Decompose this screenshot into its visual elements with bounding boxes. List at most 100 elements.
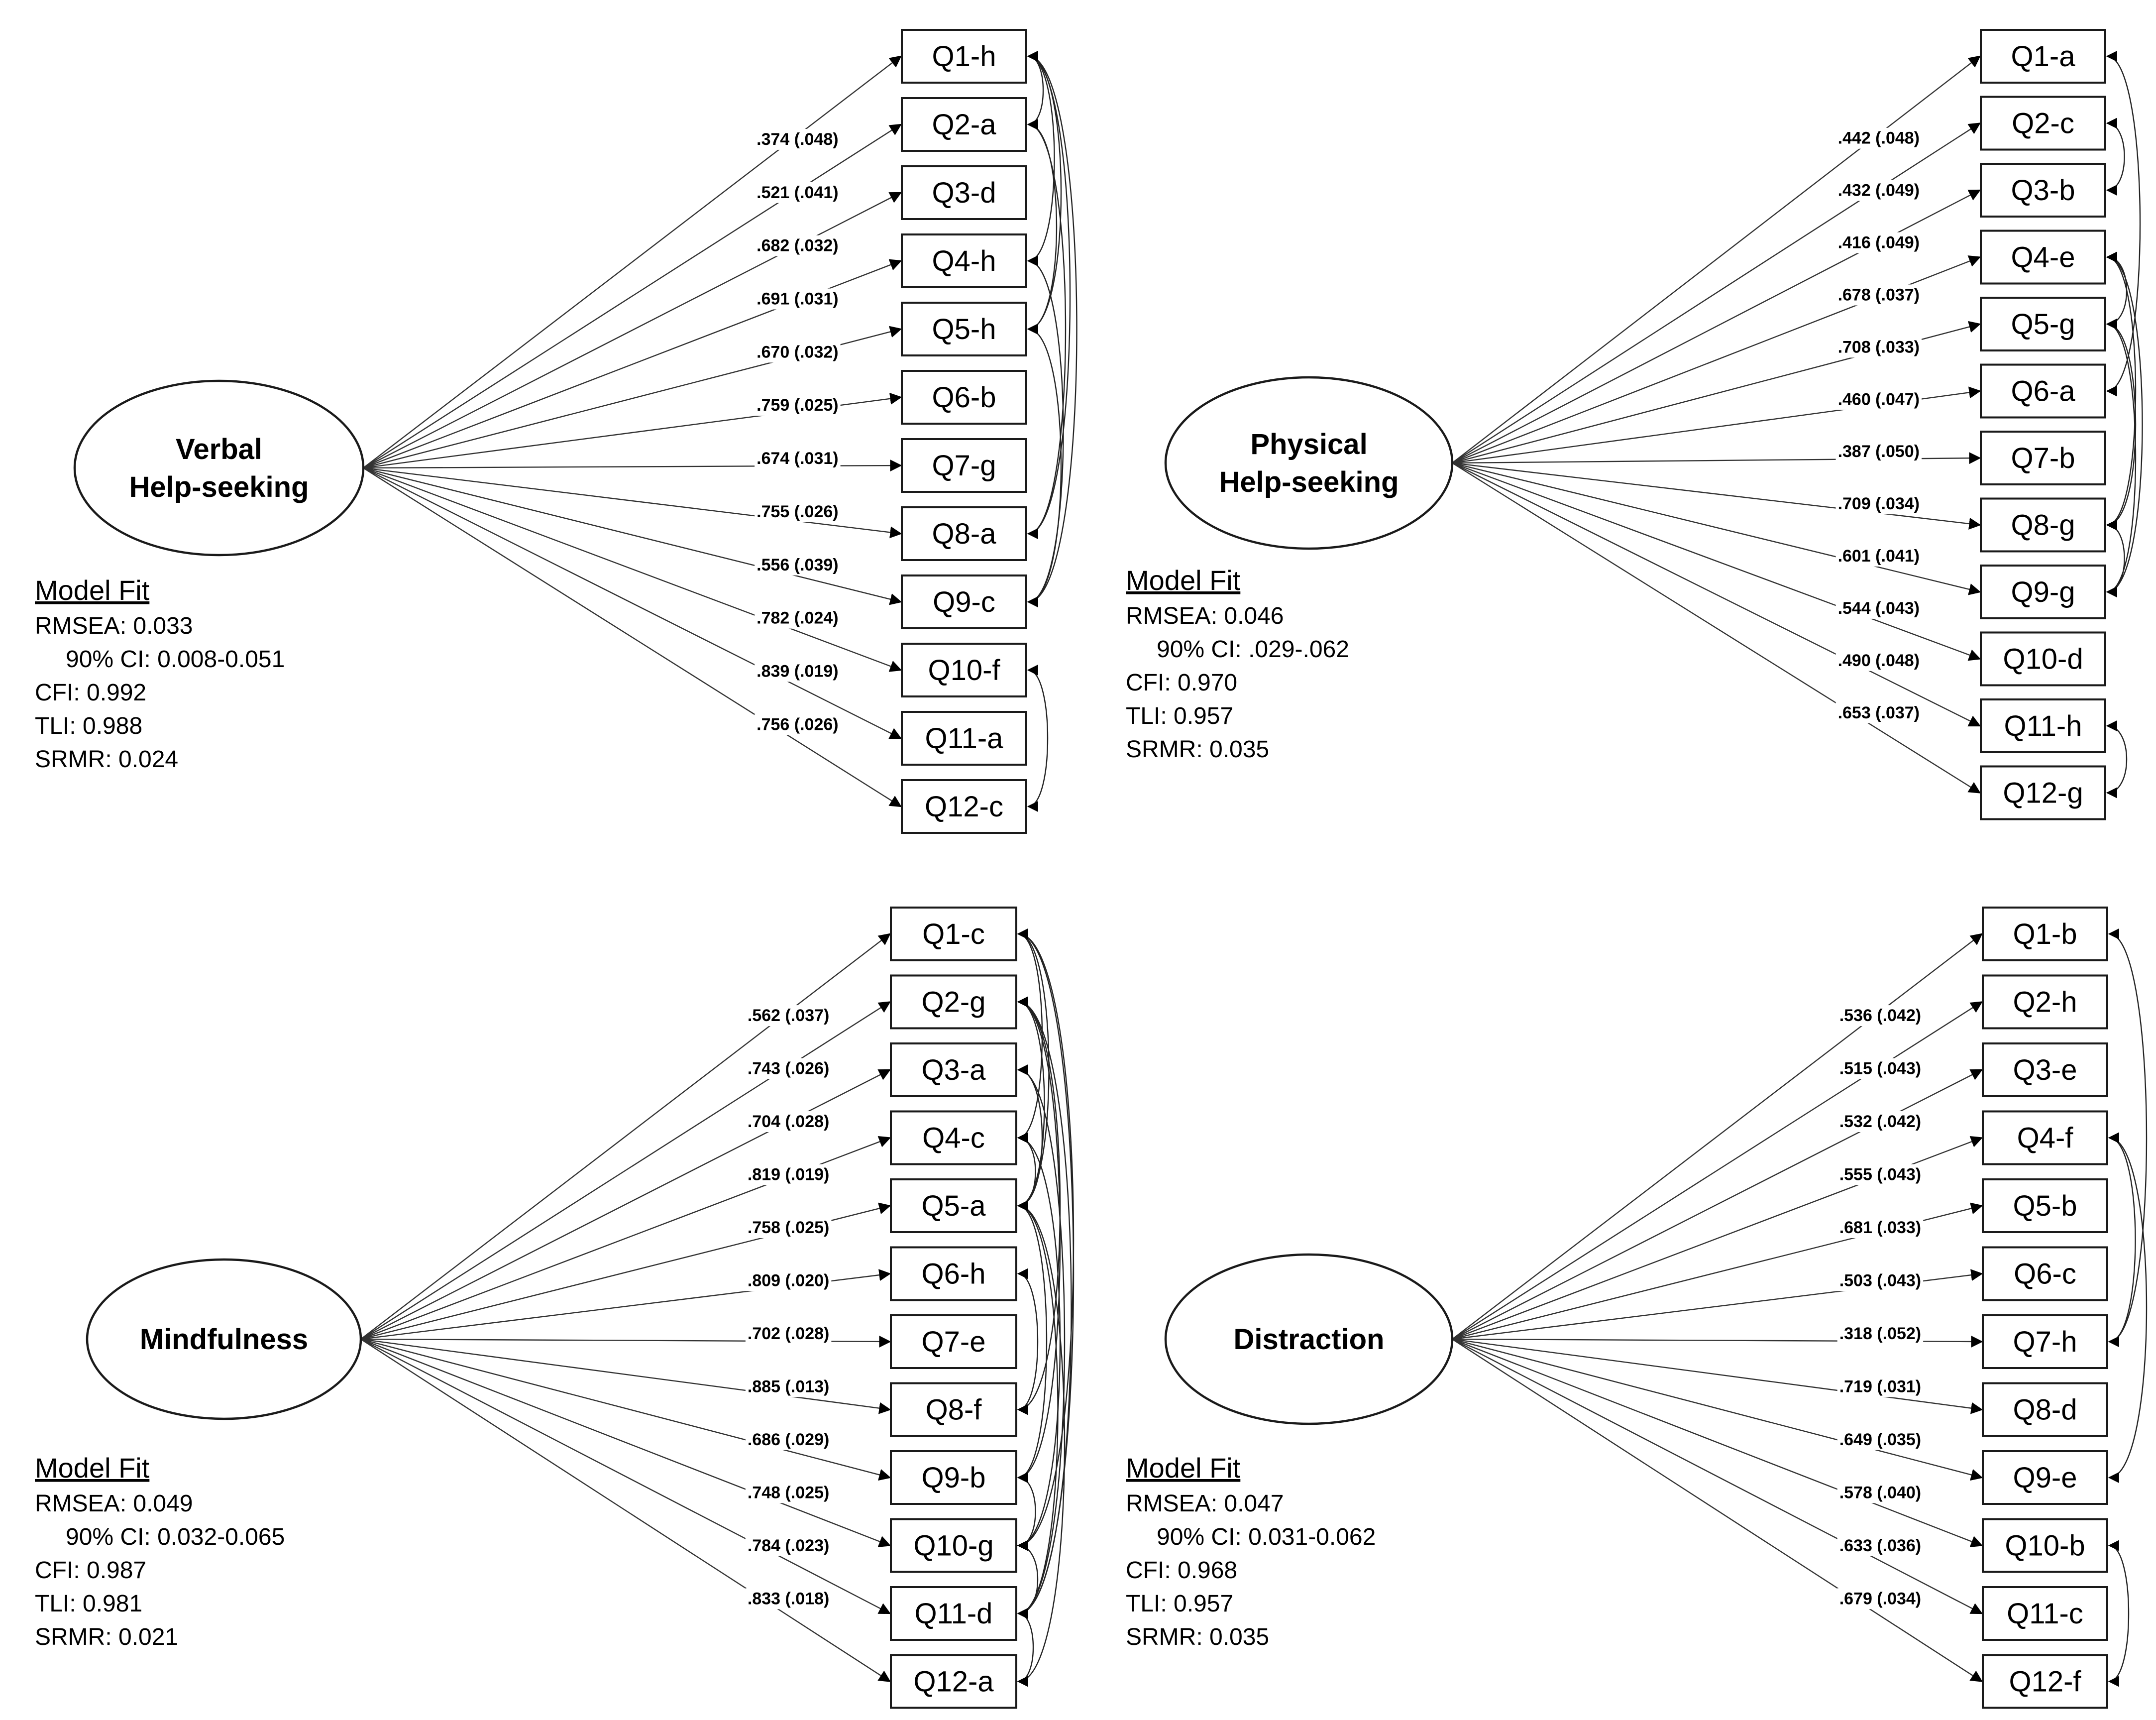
- loading-label-bg: [745, 1164, 832, 1185]
- indicator-rect: [890, 1654, 1017, 1709]
- indicator-rect: [890, 974, 1017, 1030]
- loading-label: .536 (.042): [1839, 1006, 1921, 1025]
- covariance-arc: [1027, 255, 1064, 607]
- loading-label-bg: [755, 342, 841, 363]
- indicator-rect: [901, 506, 1027, 561]
- loading-path: [363, 467, 902, 739]
- loading-path: [1452, 462, 1981, 595]
- indicator-box: Q9-g: [1980, 565, 2106, 619]
- latent-label: Distraction: [1234, 1323, 1385, 1356]
- indicator-label: Q11-h: [2004, 710, 2082, 742]
- indicator-rect: [890, 1178, 1017, 1233]
- indicator-label: Q2-h: [2013, 986, 2077, 1019]
- model-fit-line: CFI: 0.968: [1126, 1557, 1237, 1584]
- loading-label: .748 (.025): [748, 1483, 829, 1502]
- indicator-label: Q5-g: [2011, 308, 2075, 341]
- model-fit-heading: Model Fit: [35, 574, 150, 606]
- loading-label-bg: [755, 395, 841, 416]
- loading-label-bg: [745, 1111, 832, 1133]
- loading-label-bg: [745, 1482, 832, 1503]
- loading-label-bg: [1835, 389, 1922, 410]
- indicator-box: Q12-a: [890, 1654, 1017, 1709]
- loading-label-bg: [1837, 1005, 1924, 1027]
- loading-path: [1452, 462, 1981, 661]
- loading-label-bg: [1837, 1270, 1924, 1291]
- latent-ellipse: [86, 1258, 362, 1420]
- covariance-arc: [1027, 665, 1049, 812]
- indicator-rect: [901, 370, 1027, 425]
- model-fit-line: SRMR: 0.035: [1126, 736, 1269, 763]
- loading-path: [360, 1338, 891, 1547]
- loading-path: [1452, 462, 1981, 794]
- indicator-box: Q11-a: [901, 711, 1027, 766]
- loading-label-bg: [755, 182, 841, 203]
- loading-label: .708 (.033): [1838, 338, 1920, 356]
- indicator-label: Q8-f: [926, 1394, 982, 1426]
- indicator-label: Q10-b: [2005, 1530, 2085, 1562]
- loading-label: .674 (.031): [756, 449, 838, 468]
- indicator-box: Q9-e: [1982, 1450, 2108, 1505]
- loading-label-bg: [1837, 1058, 1924, 1079]
- indicator-rect: [901, 302, 1027, 356]
- indicator-label: Q5-b: [2013, 1190, 2077, 1222]
- indicator-rect: [1980, 565, 2106, 619]
- model-fit-heading: Model Fit: [35, 1452, 150, 1484]
- indicator-rect: [890, 1314, 1017, 1369]
- loading-label: .691 (.031): [756, 290, 838, 309]
- indicator-label: Q12-c: [925, 791, 1003, 823]
- indicator-box: Q2-a: [901, 97, 1027, 152]
- indicator-label: Q12-g: [2003, 777, 2083, 809]
- loading-label: .719 (.031): [1839, 1377, 1921, 1396]
- loading-label-bg: [745, 1535, 832, 1556]
- indicator-rect: [901, 165, 1027, 220]
- covariance-arc: [1017, 1540, 1039, 1619]
- model-fit-line: TLI: 0.981: [35, 1591, 142, 1617]
- loading-label: .682 (.032): [756, 236, 838, 255]
- model-fit-line: CFI: 0.992: [35, 680, 146, 706]
- indicator-label: Q4-e: [2011, 241, 2075, 274]
- indicator-rect: [1982, 1246, 2108, 1301]
- indicator-label: Q8-a: [932, 518, 997, 550]
- indicator-label: Q6-h: [922, 1258, 986, 1290]
- loading-label-bg: [755, 661, 841, 682]
- indicator-rect: [890, 1518, 1017, 1573]
- indicator-box: Q7-e: [890, 1314, 1017, 1369]
- loading-label-bg: [1835, 180, 1922, 201]
- covariance-arc: [1017, 1268, 1039, 1415]
- latent-ellipse: [1164, 1253, 1454, 1425]
- indicator-box: Q5-g: [1980, 297, 2106, 351]
- loading-label: .784 (.023): [748, 1536, 829, 1555]
- loading-label: .633 (.036): [1839, 1536, 1921, 1555]
- indicator-rect: [1982, 1042, 2108, 1097]
- loading-path: [1452, 933, 1983, 1340]
- indicator-label: Q9-c: [933, 586, 995, 618]
- indicator-box: Q5-h: [901, 302, 1027, 356]
- covariance-arc: [1027, 51, 1078, 607]
- loading-label-bg: [755, 714, 841, 735]
- indicator-label: Q12-a: [913, 1666, 994, 1698]
- loading-label: .578 (.040): [1839, 1483, 1921, 1502]
- indicator-box: Q1-a: [1980, 29, 2106, 84]
- indicator-box: Q12-c: [901, 779, 1027, 834]
- loading-label-bg: [745, 1217, 832, 1238]
- loading-label: .601 (.041): [1838, 547, 1920, 566]
- indicator-label: Q10-f: [928, 654, 1000, 687]
- loading-label: .503 (.043): [1839, 1271, 1921, 1290]
- model-fit-heading: Model Fit: [1126, 1452, 1241, 1484]
- indicator-label: Q5-a: [922, 1190, 986, 1222]
- indicator-label: Q1-c: [922, 918, 985, 950]
- indicator-box: Q3-e: [1982, 1042, 2108, 1097]
- loading-label-bg: [745, 1376, 832, 1397]
- loading-label: .755 (.026): [756, 502, 838, 521]
- indicator-rect: [1982, 974, 2108, 1030]
- indicator-box: Q7-g: [901, 438, 1027, 493]
- indicator-label: Q1-b: [2013, 918, 2077, 950]
- indicator-rect: [1980, 96, 2106, 151]
- indicator-rect: [1982, 1178, 2108, 1233]
- covariance-arc: [1027, 119, 1058, 335]
- indicator-box: Q5-a: [890, 1178, 1017, 1233]
- cfa-panel-2: .442 (.048).432 (.049).416 (.049).678 (.…: [1126, 29, 2143, 820]
- model-fit-line: 90% CI: 0.032-0.065: [66, 1524, 285, 1550]
- indicator-rect: [901, 438, 1027, 493]
- loading-label: .532 (.042): [1839, 1112, 1921, 1131]
